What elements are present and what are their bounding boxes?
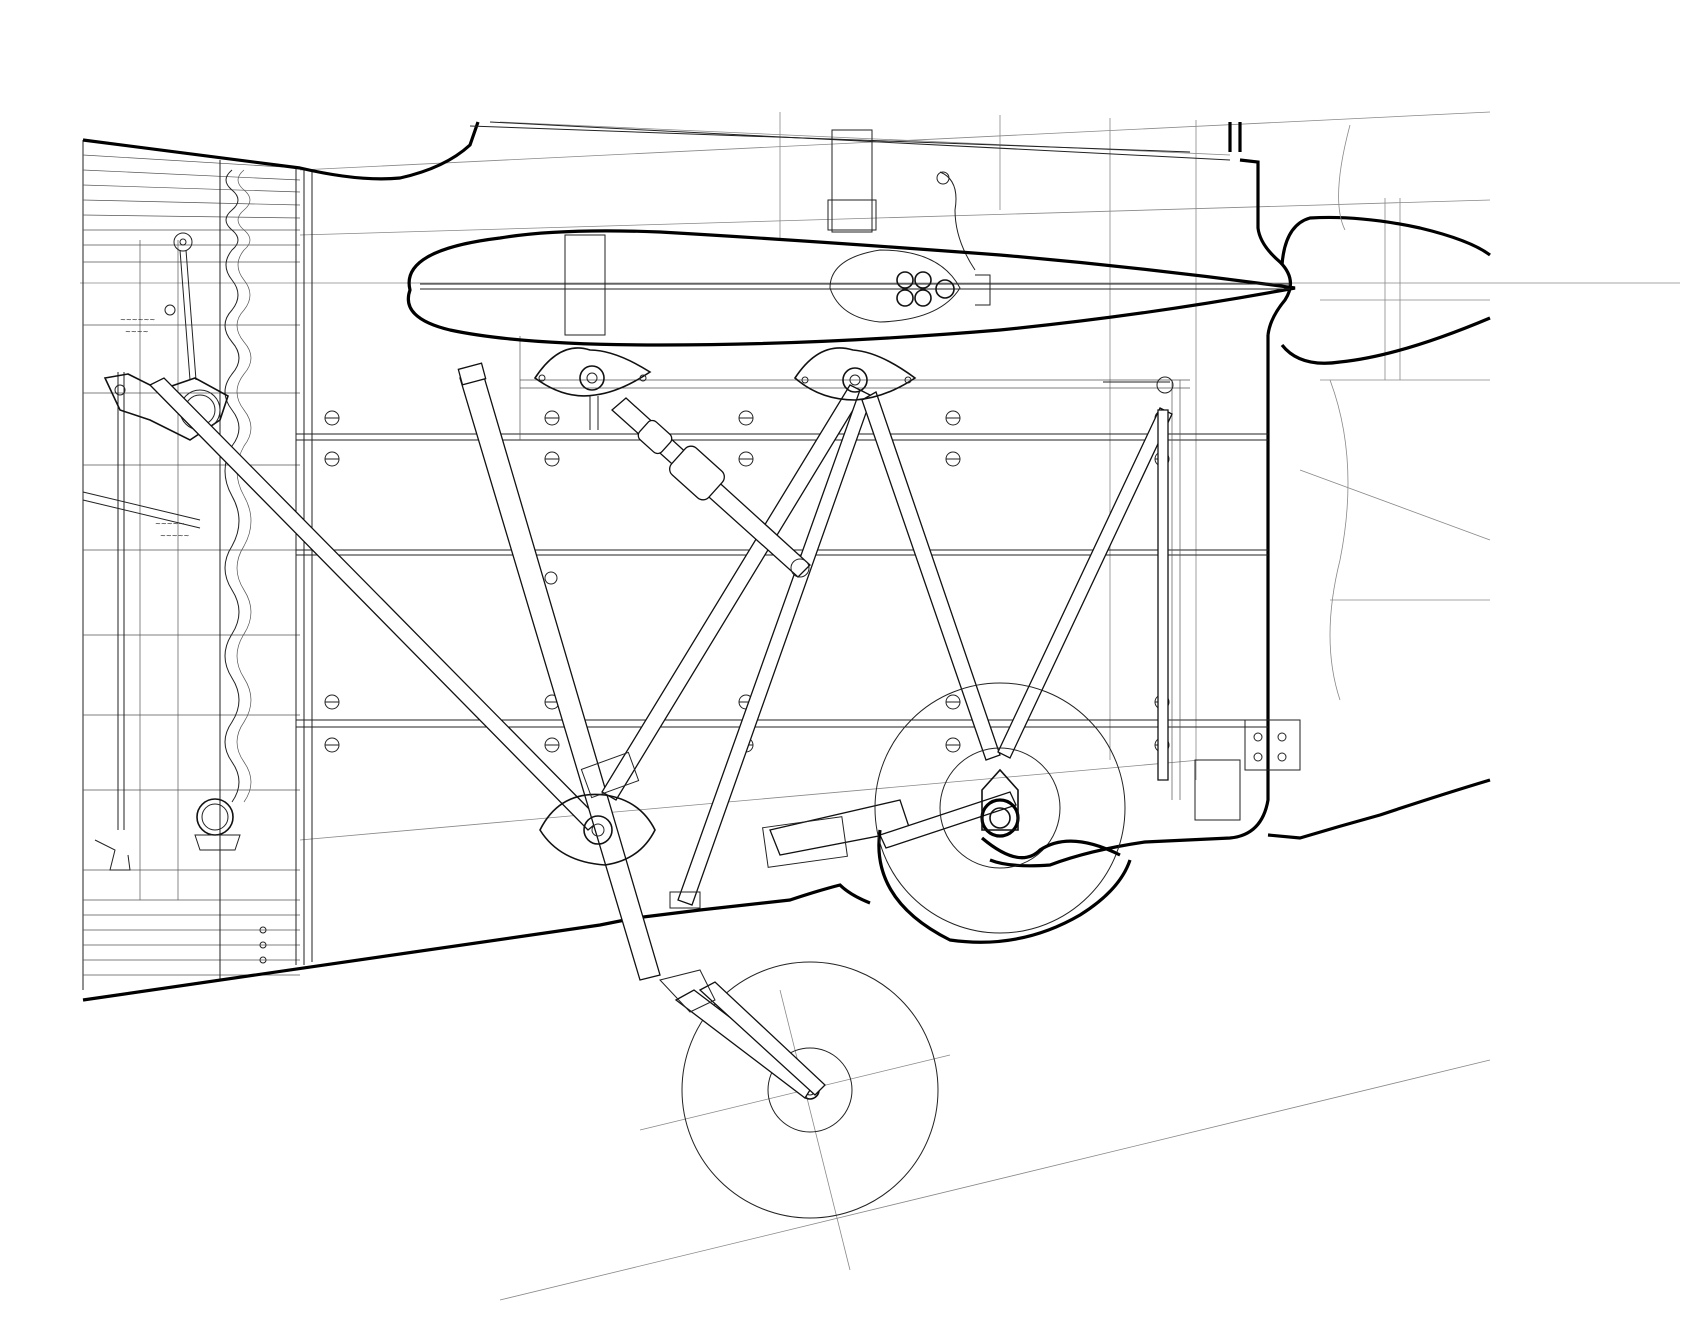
left-frame-bay: ~~~~~~ ~~~~ ~~~~~ ~~~~~ (82, 140, 313, 990)
note-1: ~~~~~~ (120, 316, 155, 324)
construction-lines (80, 111, 1680, 1301)
note-3: ~~~~~ (155, 520, 184, 528)
main-wheel (659, 961, 939, 1219)
fuselage-outline (82, 121, 1292, 1002)
note-2: ~~~~ (125, 328, 149, 336)
airfoil-section (406, 229, 1296, 347)
landing-gear-struts (148, 362, 1174, 981)
spinner-nose (1244, 124, 1491, 840)
upper-fittings (533, 129, 976, 430)
tail-wheel (762, 682, 1132, 944)
note-4: ~~~~~ (160, 532, 189, 540)
longerons (296, 336, 1268, 821)
lower-hub-fitting (539, 751, 701, 909)
